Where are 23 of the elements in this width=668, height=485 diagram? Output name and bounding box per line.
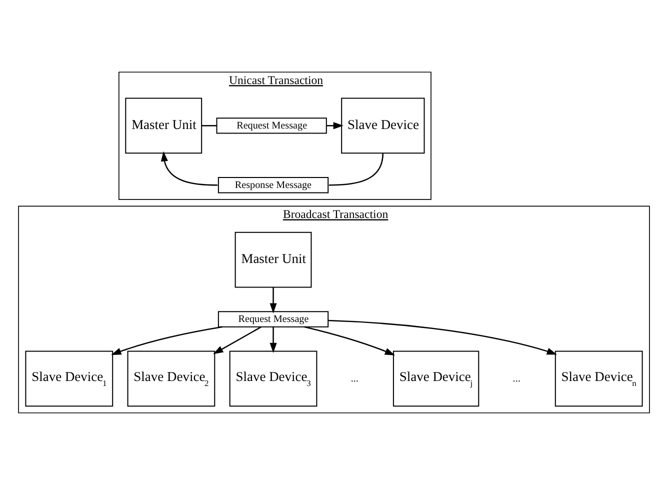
arrow [111,326,223,355]
node-box: Slave Device [341,98,425,154]
label: ... [350,373,358,384]
node-box: Slave Device$_{n}$ [554,350,643,407]
arrow [160,151,218,186]
node-box: Slave Device$_{j}$ [392,350,480,407]
arrow [213,326,262,354]
arrow [270,288,277,314]
node-box: Slave Device$_{3}$ [229,350,318,407]
connector [202,125,217,126]
arrow [328,320,558,355]
node-box: Request Message [216,118,327,134]
node-box: Master Unit [234,232,312,288]
node-box: Response Message [218,177,329,194]
connector [328,153,384,186]
node-box: Request Message [218,311,329,328]
node-box: Slave Device$_{1}$ [25,350,114,407]
arrow [270,326,277,354]
arrow [326,122,344,130]
arrow [304,326,396,356]
label: ... [512,373,520,384]
node-box: Master Unit [125,98,202,154]
node-box: Slave Device$_{2}$ [127,350,216,407]
